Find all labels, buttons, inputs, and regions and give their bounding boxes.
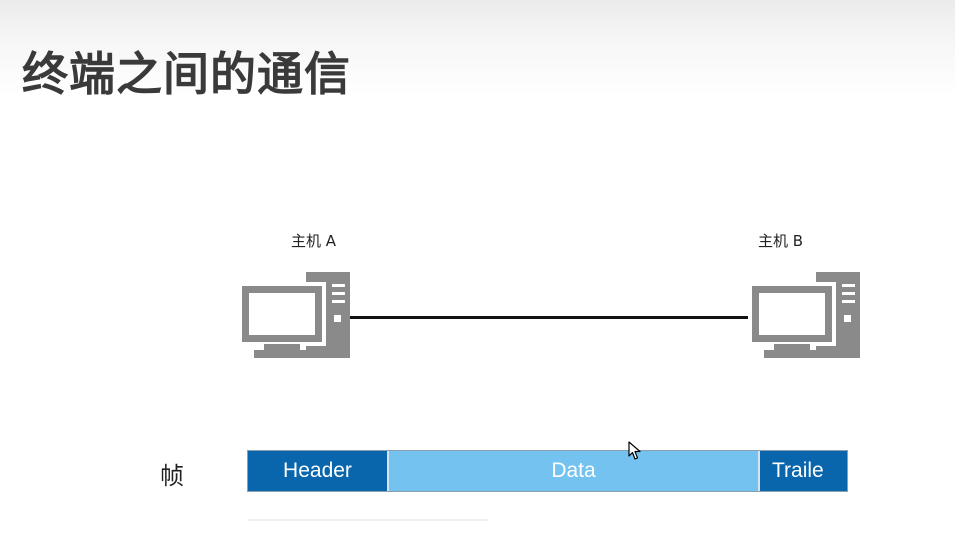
frame-header-segment: Header [248, 451, 389, 491]
desktop-computer-icon [238, 272, 350, 358]
desktop-computer-icon [748, 272, 860, 358]
frame-label: 帧 [160, 462, 184, 490]
slide-title: 终端之间的通信 [22, 47, 351, 101]
divider [248, 519, 488, 521]
frame-data-segment: Data [389, 451, 760, 491]
frame-structure: Header Data Traile [247, 450, 848, 492]
host-b-label: 主机 B [758, 232, 804, 250]
mouse-pointer-icon [628, 441, 641, 460]
host-a-label: 主机 A [291, 232, 337, 250]
frame-trailer-segment: Traile [760, 451, 847, 491]
network-link-line [350, 316, 748, 319]
